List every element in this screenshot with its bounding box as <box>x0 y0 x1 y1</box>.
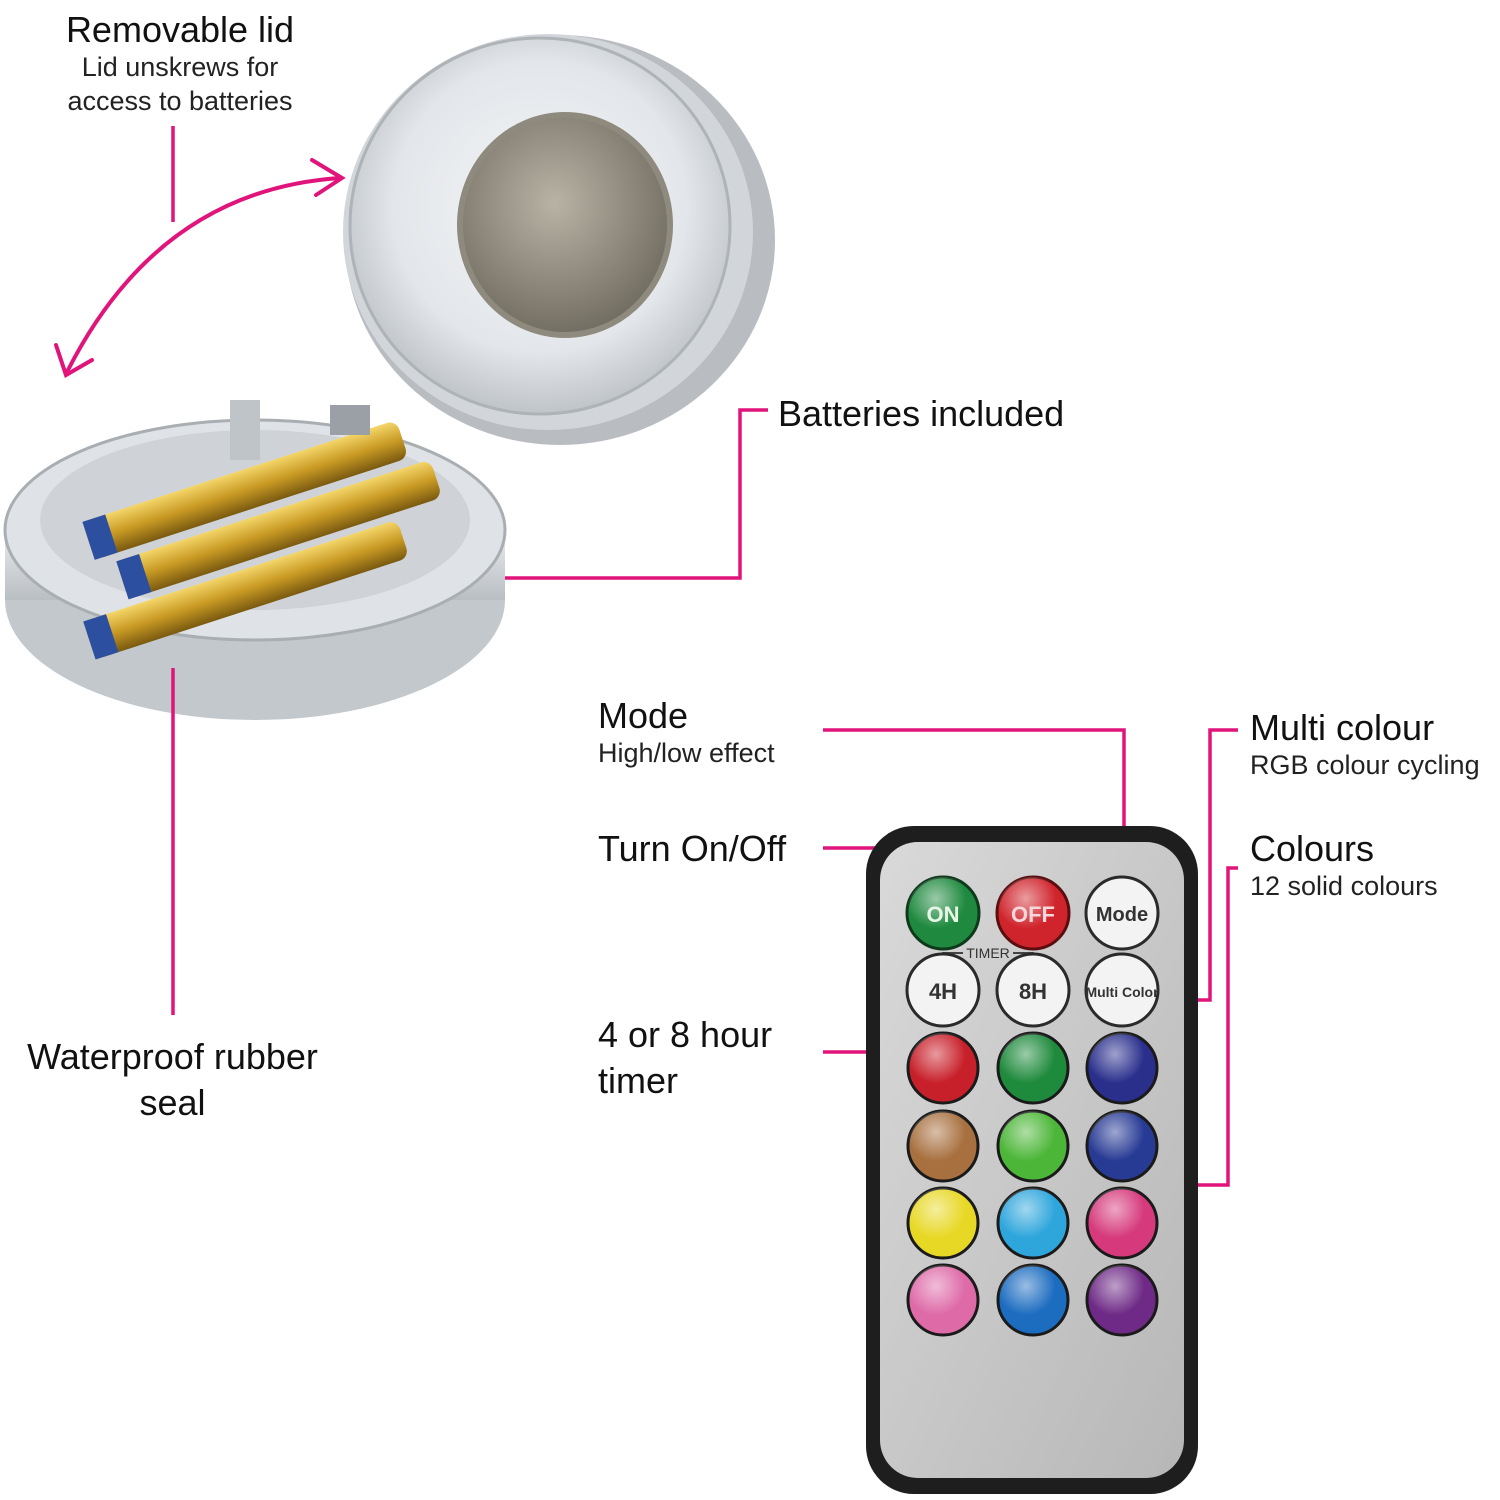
timer-4h-label: 4H <box>929 979 957 1004</box>
mode-sub: High/low effect <box>598 738 775 768</box>
removable-lid-title: Removable lid <box>65 9 295 50</box>
off-button[interactable]: OFF <box>995 875 1071 951</box>
timer-line-1: 4 or 8 hour <box>598 1014 773 1055</box>
lid-illustration <box>343 34 775 445</box>
waterproof-seal-line-1: Waterproof rubber <box>27 1036 318 1077</box>
colour-button-4[interactable] <box>906 1109 980 1183</box>
timer-label: 4 or 8 hour timer <box>598 1012 772 1104</box>
off-button-label: OFF <box>1011 902 1055 927</box>
multi-color-label: Multi Color <box>1085 984 1159 1000</box>
removable-lid-label: Removable lid Lid unskrews for access to… <box>30 10 330 118</box>
colour-button-grid <box>906 1031 1159 1337</box>
colour-button-1[interactable] <box>906 1031 980 1105</box>
colours-sub: 12 solid colours <box>1250 871 1438 901</box>
mode-button[interactable]: Mode <box>1084 875 1160 951</box>
multi-colour-sub: RGB colour cycling <box>1250 750 1480 780</box>
colour-button-10[interactable] <box>906 1263 980 1337</box>
turn-on-off-label: Turn On/Off <box>598 828 787 869</box>
multi-colour-label: Multi colour RGB colour cycling <box>1250 708 1480 782</box>
mode-title: Mode <box>598 695 689 736</box>
colour-button-9[interactable] <box>1085 1186 1159 1260</box>
battery-case-illustration <box>3 400 507 720</box>
colour-button-5[interactable] <box>996 1109 1070 1183</box>
waterproof-seal-line-2: seal <box>139 1082 206 1123</box>
multi-color-button[interactable]: Multi Color <box>1084 952 1160 1028</box>
colour-button-2[interactable] <box>996 1031 1070 1105</box>
colour-button-3[interactable] <box>1085 1031 1159 1105</box>
colour-button-6[interactable] <box>1085 1109 1159 1183</box>
mode-label: Mode High/low effect <box>598 696 775 770</box>
on-button-label: ON <box>927 902 960 927</box>
colour-button-7[interactable] <box>906 1186 980 1260</box>
removable-lid-sub-2: access to batteries <box>67 86 293 116</box>
multi-colour-title: Multi colour <box>1250 707 1435 748</box>
colour-button-8[interactable] <box>996 1186 1070 1260</box>
timer-4h-button[interactable]: 4H <box>905 952 981 1028</box>
timer-line-2: timer <box>598 1060 678 1101</box>
colour-button-12[interactable] <box>1085 1263 1159 1337</box>
curved-double-arrow-icon <box>54 158 346 378</box>
timer-caption: TIMER <box>966 945 1010 961</box>
colours-title: Colours <box>1250 828 1375 869</box>
waterproof-seal-label: Waterproof rubber seal <box>0 1034 345 1126</box>
colour-button-11[interactable] <box>996 1263 1070 1337</box>
on-button[interactable]: ON <box>905 875 981 951</box>
mode-button-label: Mode <box>1096 904 1148 926</box>
batteries-included-label: Batteries included <box>778 393 1065 434</box>
colours-label: Colours 12 solid colours <box>1250 829 1438 903</box>
removable-lid-sub-1: Lid unskrews for <box>81 52 279 82</box>
timer-8h-button[interactable]: 8H <box>995 952 1071 1028</box>
timer-8h-label: 8H <box>1019 979 1047 1004</box>
